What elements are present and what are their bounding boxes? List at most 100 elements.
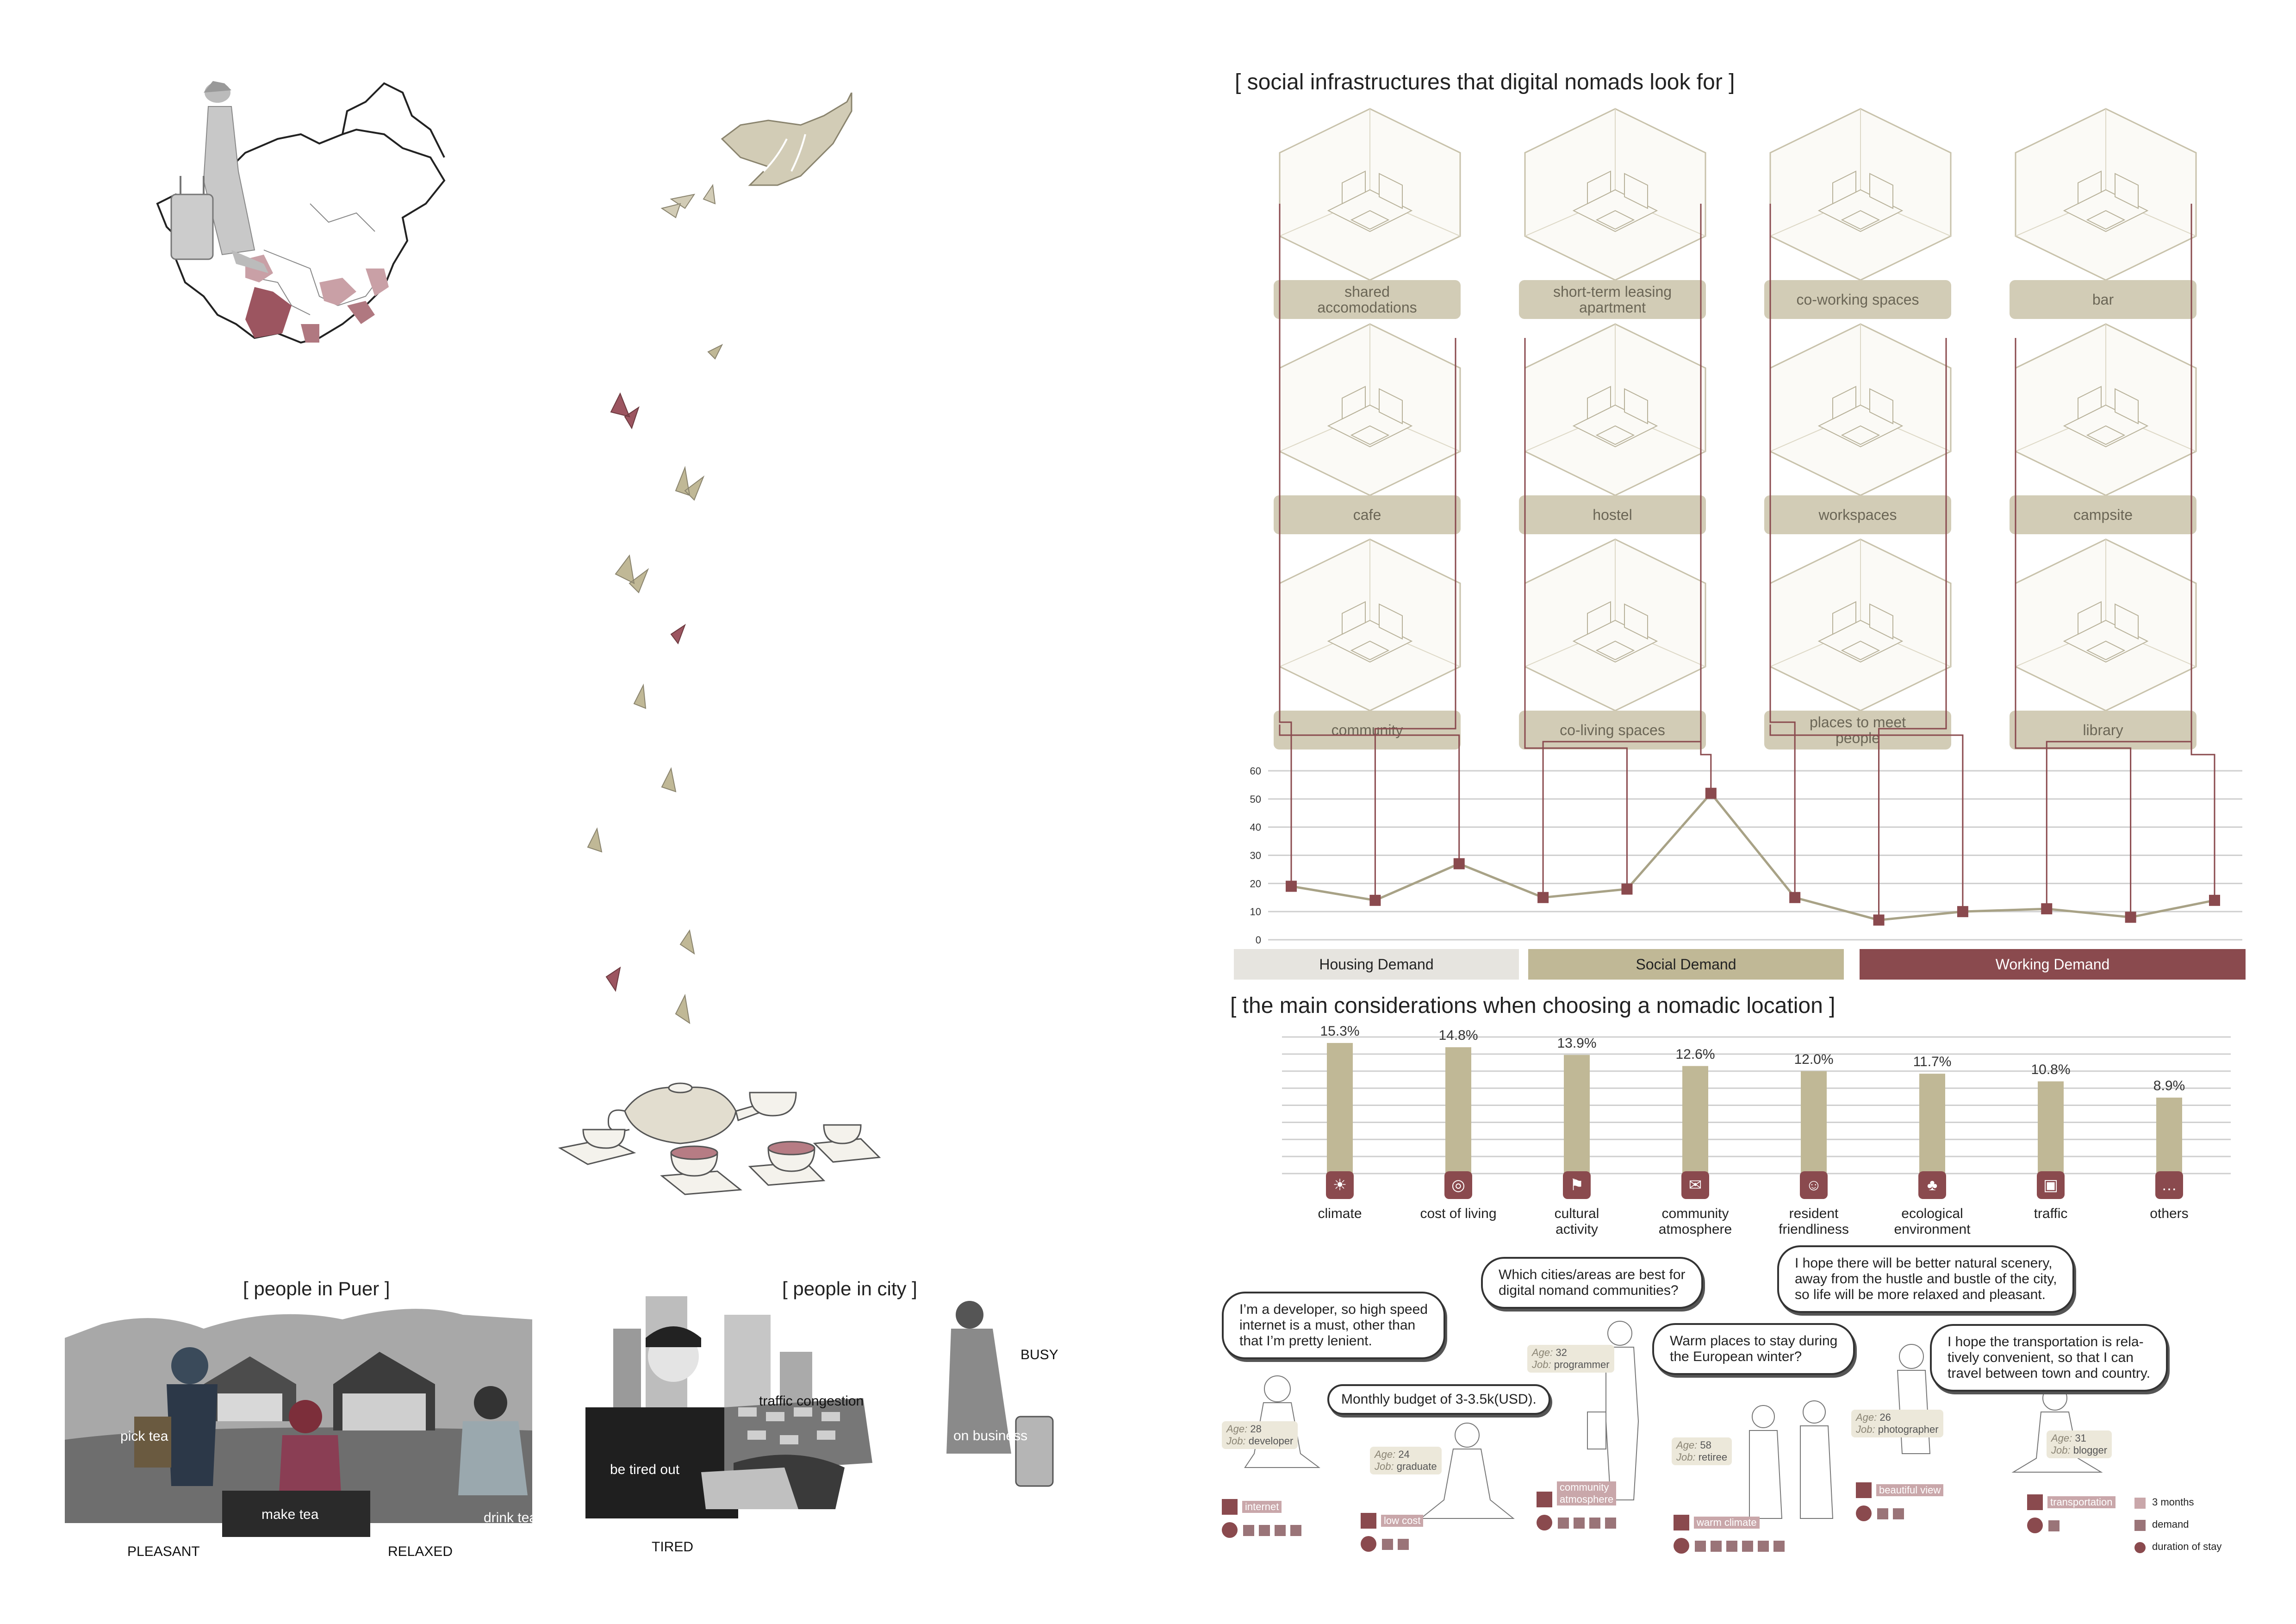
bar-value-label: 12.6% bbox=[1675, 1046, 1715, 1062]
age-value: 31 bbox=[2075, 1432, 2086, 1444]
duration-square bbox=[1382, 1539, 1393, 1550]
connector-line bbox=[1279, 725, 1460, 864]
apartment-icon bbox=[1524, 108, 1706, 281]
job-label: Job: bbox=[1676, 1451, 1696, 1463]
social-demand-bar: Social Demand bbox=[1528, 949, 1844, 980]
job-value: developer bbox=[1248, 1435, 1294, 1447]
duration-square bbox=[1711, 1541, 1722, 1552]
connector-line bbox=[1769, 204, 1796, 898]
bed-room-icon bbox=[1279, 108, 1461, 281]
working-demand-bar: Working Demand bbox=[1860, 949, 2246, 980]
age-value: 24 bbox=[1398, 1449, 1410, 1460]
bar bbox=[1919, 1074, 1945, 1174]
data-point bbox=[1369, 894, 1381, 906]
age-value: 26 bbox=[1879, 1412, 1891, 1423]
persona-tag: warm climate bbox=[1694, 1517, 1760, 1529]
job-label: Job: bbox=[1856, 1424, 1875, 1435]
connector-line bbox=[2190, 725, 2215, 900]
duration-square bbox=[1758, 1541, 1769, 1552]
chat-icon: ✉ bbox=[1681, 1171, 1709, 1199]
age-label: Age: bbox=[2051, 1432, 2072, 1444]
data-point bbox=[2209, 894, 2220, 906]
age-label: Age: bbox=[1226, 1423, 1248, 1435]
duration-square bbox=[1398, 1539, 1409, 1550]
y-tick-label: 30 bbox=[1250, 850, 1261, 862]
tea-leaf-illustration bbox=[660, 93, 852, 219]
quote-3: Which cities/areas are best for digital … bbox=[1481, 1257, 1703, 1309]
duration-square bbox=[1773, 1541, 1785, 1552]
infra-title: [ social infrastructures that digital no… bbox=[1235, 70, 1735, 94]
tree-icon: ♣ bbox=[1918, 1171, 1946, 1199]
connector-line bbox=[1700, 725, 1712, 793]
bar-value-label: 12.0% bbox=[1794, 1051, 1834, 1067]
y-tick-label: 10 bbox=[1250, 906, 1261, 918]
job-value: graduate bbox=[1396, 1461, 1437, 1472]
city-label-overwork: overwork bbox=[764, 1510, 820, 1525]
y-tick-label: 0 bbox=[1256, 934, 1261, 946]
connector-line bbox=[1542, 204, 1702, 898]
age-value: 32 bbox=[1556, 1347, 1567, 1358]
tea-set-illustration bbox=[558, 1082, 881, 1195]
bar-value-label: 15.3% bbox=[1320, 1023, 1360, 1039]
housing-demand-bar: Housing Demand bbox=[1234, 949, 1519, 980]
persona-tag: internet bbox=[1242, 1501, 1282, 1513]
demand-series-line bbox=[1291, 791, 2215, 921]
bar bbox=[1564, 1055, 1590, 1174]
city-title: [ people in city ] bbox=[782, 1278, 917, 1299]
infra-card-label: co-living spaces bbox=[1519, 711, 1706, 750]
china-map-illustration bbox=[156, 81, 446, 344]
age-label: Age: bbox=[1375, 1449, 1396, 1460]
category-label: cultural activity bbox=[1554, 1206, 1599, 1237]
duration-square bbox=[1259, 1525, 1270, 1536]
category-label: community atmosphere bbox=[1658, 1206, 1732, 1237]
quote-6: I hope the transportation is rela- tivel… bbox=[1930, 1324, 2168, 1392]
bar bbox=[1682, 1066, 1708, 1174]
bar-value-label: 11.7% bbox=[1913, 1054, 1952, 1070]
calendar-icon bbox=[2027, 1494, 2043, 1510]
considerations-bar-chart bbox=[1282, 1036, 2231, 1174]
considerations-title: [ the main considerations when choosing … bbox=[1230, 993, 1836, 1018]
legend-months: 3 months bbox=[2152, 1496, 2194, 1508]
duration-icon bbox=[1674, 1538, 1689, 1554]
duration-square bbox=[2048, 1520, 2060, 1531]
connector-line bbox=[2046, 204, 2192, 909]
data-point bbox=[1537, 892, 1549, 903]
y-tick-label: 40 bbox=[1250, 822, 1261, 833]
job-label: Job: bbox=[1375, 1461, 1394, 1472]
category-label: climate bbox=[1318, 1206, 1362, 1221]
job-value: blogger bbox=[2073, 1444, 2108, 1456]
category-label: others bbox=[2150, 1206, 2189, 1221]
persona-tag: transportation bbox=[2047, 1496, 2116, 1508]
city-label-traffic-congestion: traffic congestion bbox=[759, 1393, 864, 1409]
coin-icon: ◎ bbox=[1444, 1171, 1472, 1199]
city-label-be-tired-out: be tired out bbox=[610, 1462, 680, 1477]
puer-label-drink-tea: drink tea bbox=[484, 1510, 537, 1525]
y-tick-label: 20 bbox=[1250, 878, 1261, 889]
quote-4: Warm places to stay during the European … bbox=[1652, 1323, 1855, 1375]
infra-card-label: bar bbox=[2010, 280, 2196, 319]
dots-icon: … bbox=[2155, 1171, 2183, 1199]
duration-square bbox=[1243, 1525, 1254, 1536]
job-label: Job: bbox=[1532, 1359, 1551, 1370]
meeting-place-icon bbox=[1769, 538, 1952, 712]
coliving-icon bbox=[1524, 538, 1706, 712]
infra-card-label: hostel bbox=[1519, 495, 1706, 534]
duration-square bbox=[1558, 1518, 1569, 1529]
duration-icon bbox=[1537, 1515, 1552, 1530]
connector-line bbox=[1524, 338, 1628, 889]
city-mood-tired: TIRED bbox=[652, 1539, 693, 1555]
job-value: photographer bbox=[1878, 1424, 1939, 1435]
bar-value-label: 13.9% bbox=[1557, 1035, 1597, 1051]
bar-icon bbox=[2015, 108, 2197, 281]
city-label-on-business: on business bbox=[953, 1428, 1028, 1443]
bus-icon: ▣ bbox=[2037, 1171, 2065, 1199]
y-tick-label: 60 bbox=[1250, 765, 1261, 777]
legend-demand-swatch bbox=[2134, 1520, 2146, 1531]
infra-card-label: campsite bbox=[2010, 495, 2196, 534]
bar bbox=[2038, 1081, 2064, 1174]
falling-leaves bbox=[587, 344, 723, 1024]
duration-square bbox=[1574, 1518, 1585, 1529]
duration-square bbox=[1877, 1508, 1888, 1519]
